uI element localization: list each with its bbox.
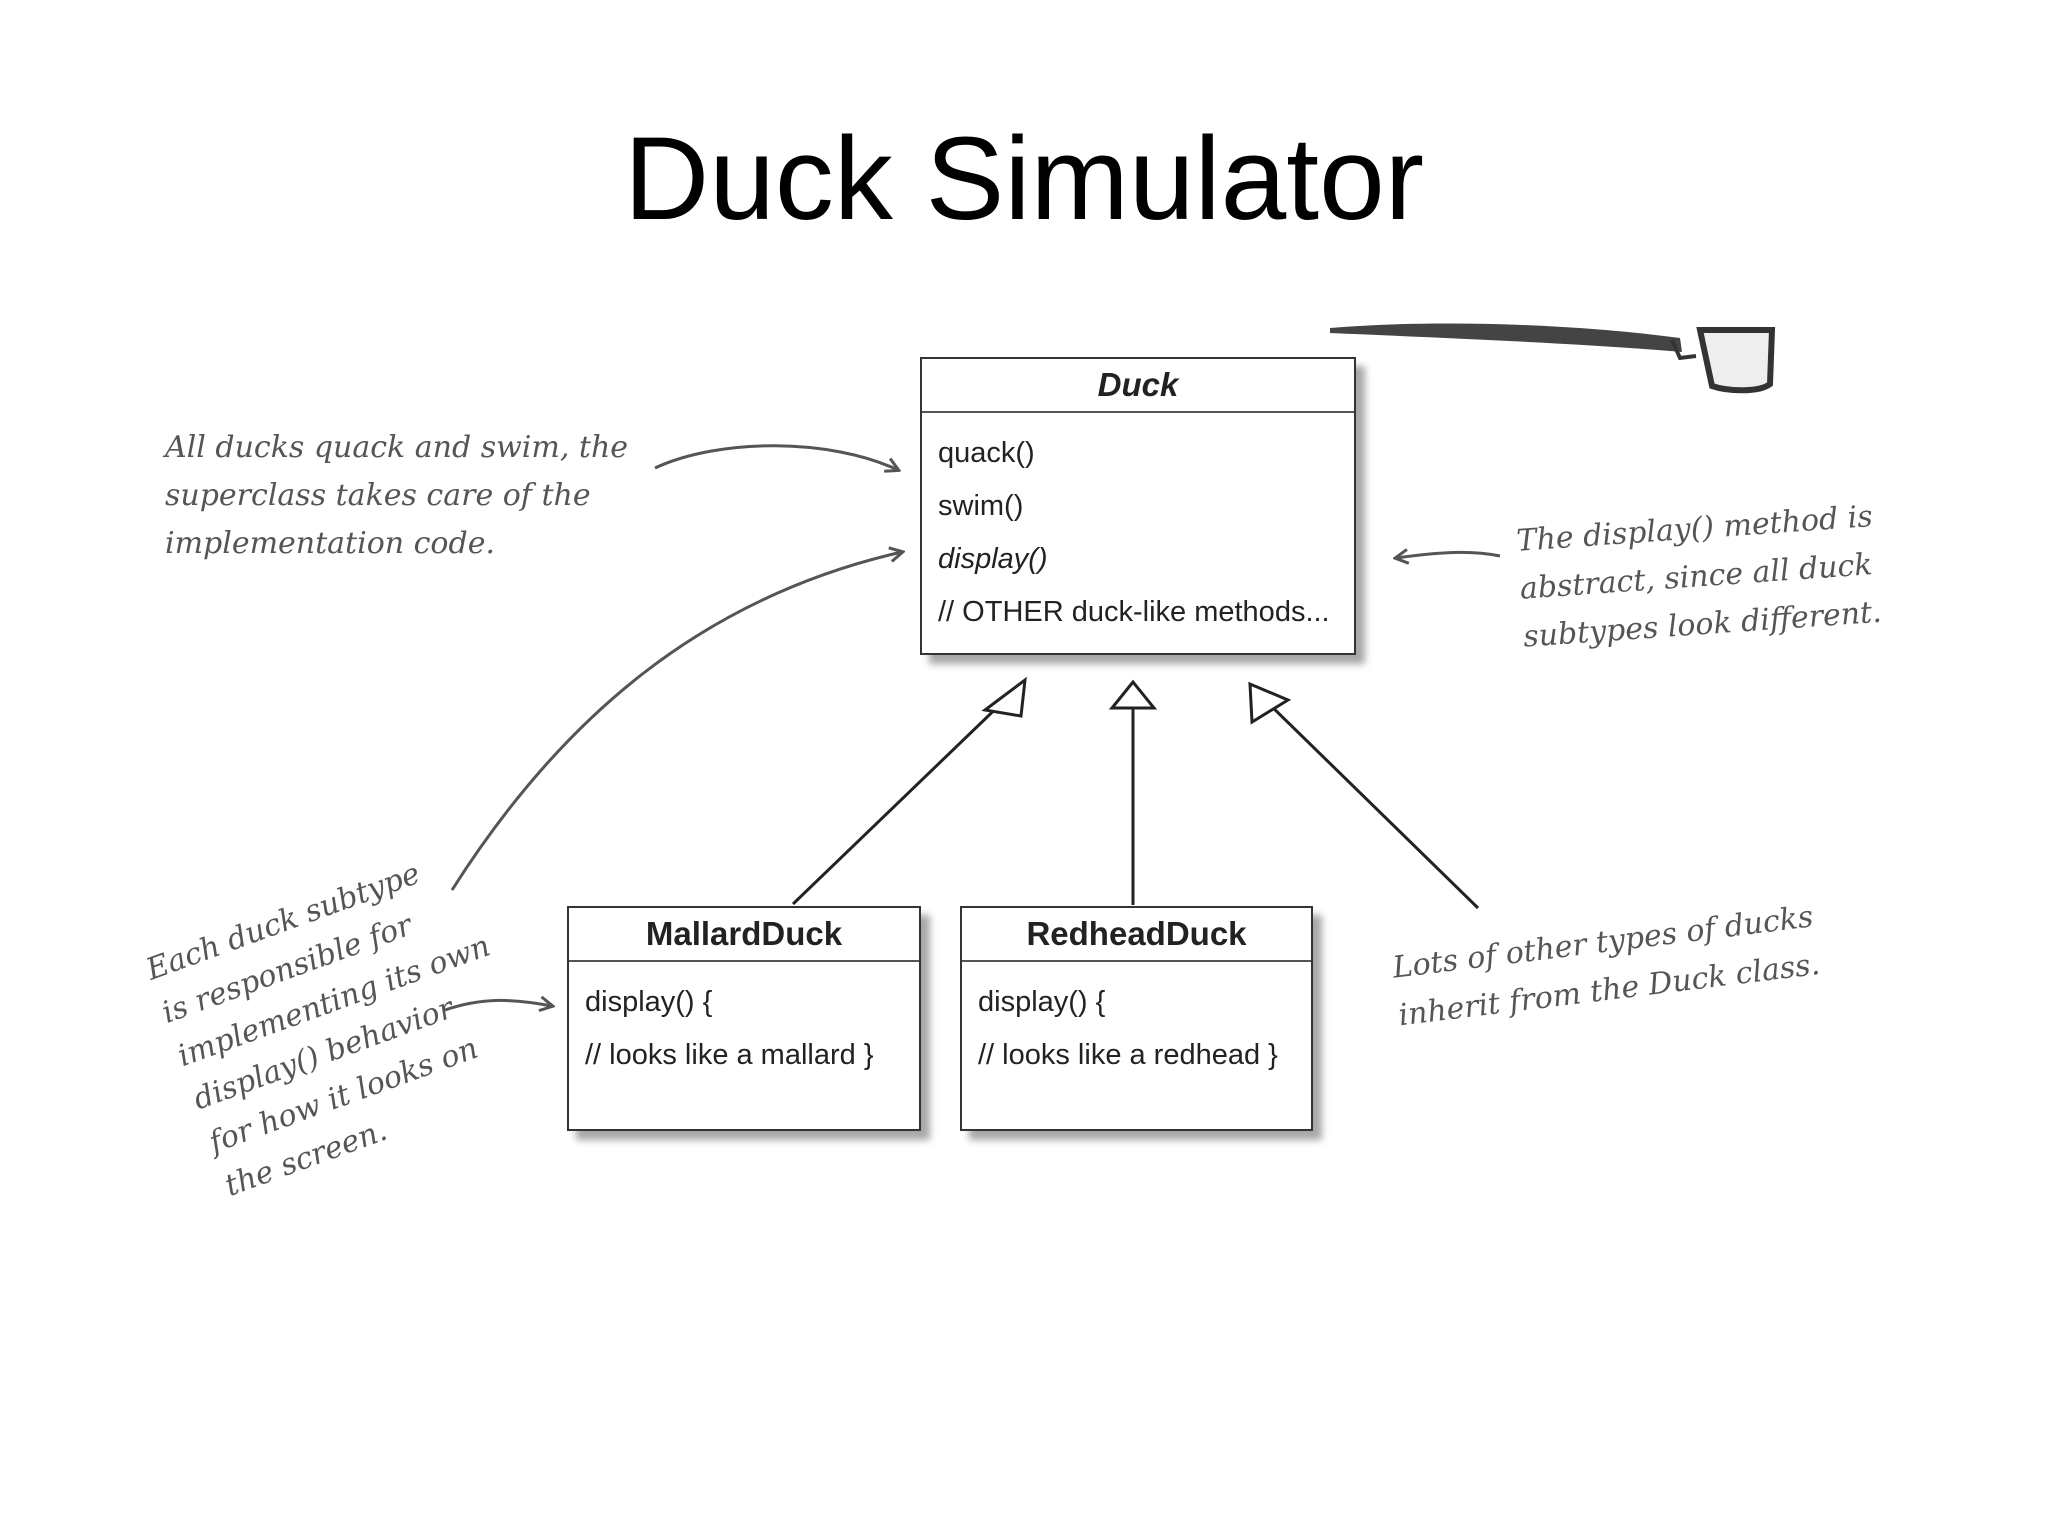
inheritance-line-mallard bbox=[791, 693, 1012, 906]
annotation-arrow-subtype-to-display bbox=[450, 552, 902, 891]
inheritance-arrowhead-mallard bbox=[981, 676, 1027, 718]
note-abstract-display: The display() method is abstract, since … bbox=[1515, 499, 1883, 655]
inheritance-line-others bbox=[1263, 698, 1480, 910]
annotation-arrow-superclass bbox=[654, 444, 898, 470]
duck-class-box: Duck quack() swim() display() // OTHER d… bbox=[920, 357, 1356, 655]
inheritance-arrowhead-redhead bbox=[1108, 679, 1158, 710]
redhead-method-display: display() { bbox=[978, 986, 1106, 1018]
method-swim: swim() bbox=[938, 490, 1024, 522]
mallard-method-comment: // looks like a mallard } bbox=[585, 1039, 874, 1071]
duck-class-name: Duck bbox=[922, 359, 1354, 413]
redhead-duck-class-box: RedheadDuck display() { // looks like a … bbox=[960, 906, 1313, 1131]
inheritance-arrowhead-others bbox=[1248, 681, 1292, 725]
method-display-abstract: display() bbox=[938, 543, 1048, 575]
mallard-duck-class-name: MallardDuck bbox=[569, 908, 919, 962]
mallard-duck-class-box: MallardDuck display() { // looks like a … bbox=[567, 906, 921, 1131]
annotation-arrow-abstract bbox=[1396, 552, 1501, 558]
cartoon-fragment bbox=[1330, 323, 1776, 394]
slide-title: Duck Simulator bbox=[623, 113, 1424, 245]
redhead-duck-class-name: RedheadDuck bbox=[962, 908, 1311, 962]
annotation-arrow-subtype-to-mallard bbox=[444, 1000, 552, 1010]
duck-methods: quack() swim() display() // OTHER duck-l… bbox=[922, 413, 1354, 653]
note-superclass: All ducks quack and swim, the superclass… bbox=[165, 430, 629, 561]
mallard-method-display: display() { bbox=[585, 986, 713, 1018]
redhead-method-comment: // looks like a redhead } bbox=[978, 1039, 1278, 1071]
method-quack: quack() bbox=[938, 437, 1035, 469]
mallard-duck-methods: display() { // looks like a mallard } bbox=[569, 962, 919, 1096]
method-other: // OTHER duck-like methods... bbox=[938, 596, 1330, 628]
redhead-duck-methods: display() { // looks like a redhead } bbox=[962, 962, 1311, 1096]
